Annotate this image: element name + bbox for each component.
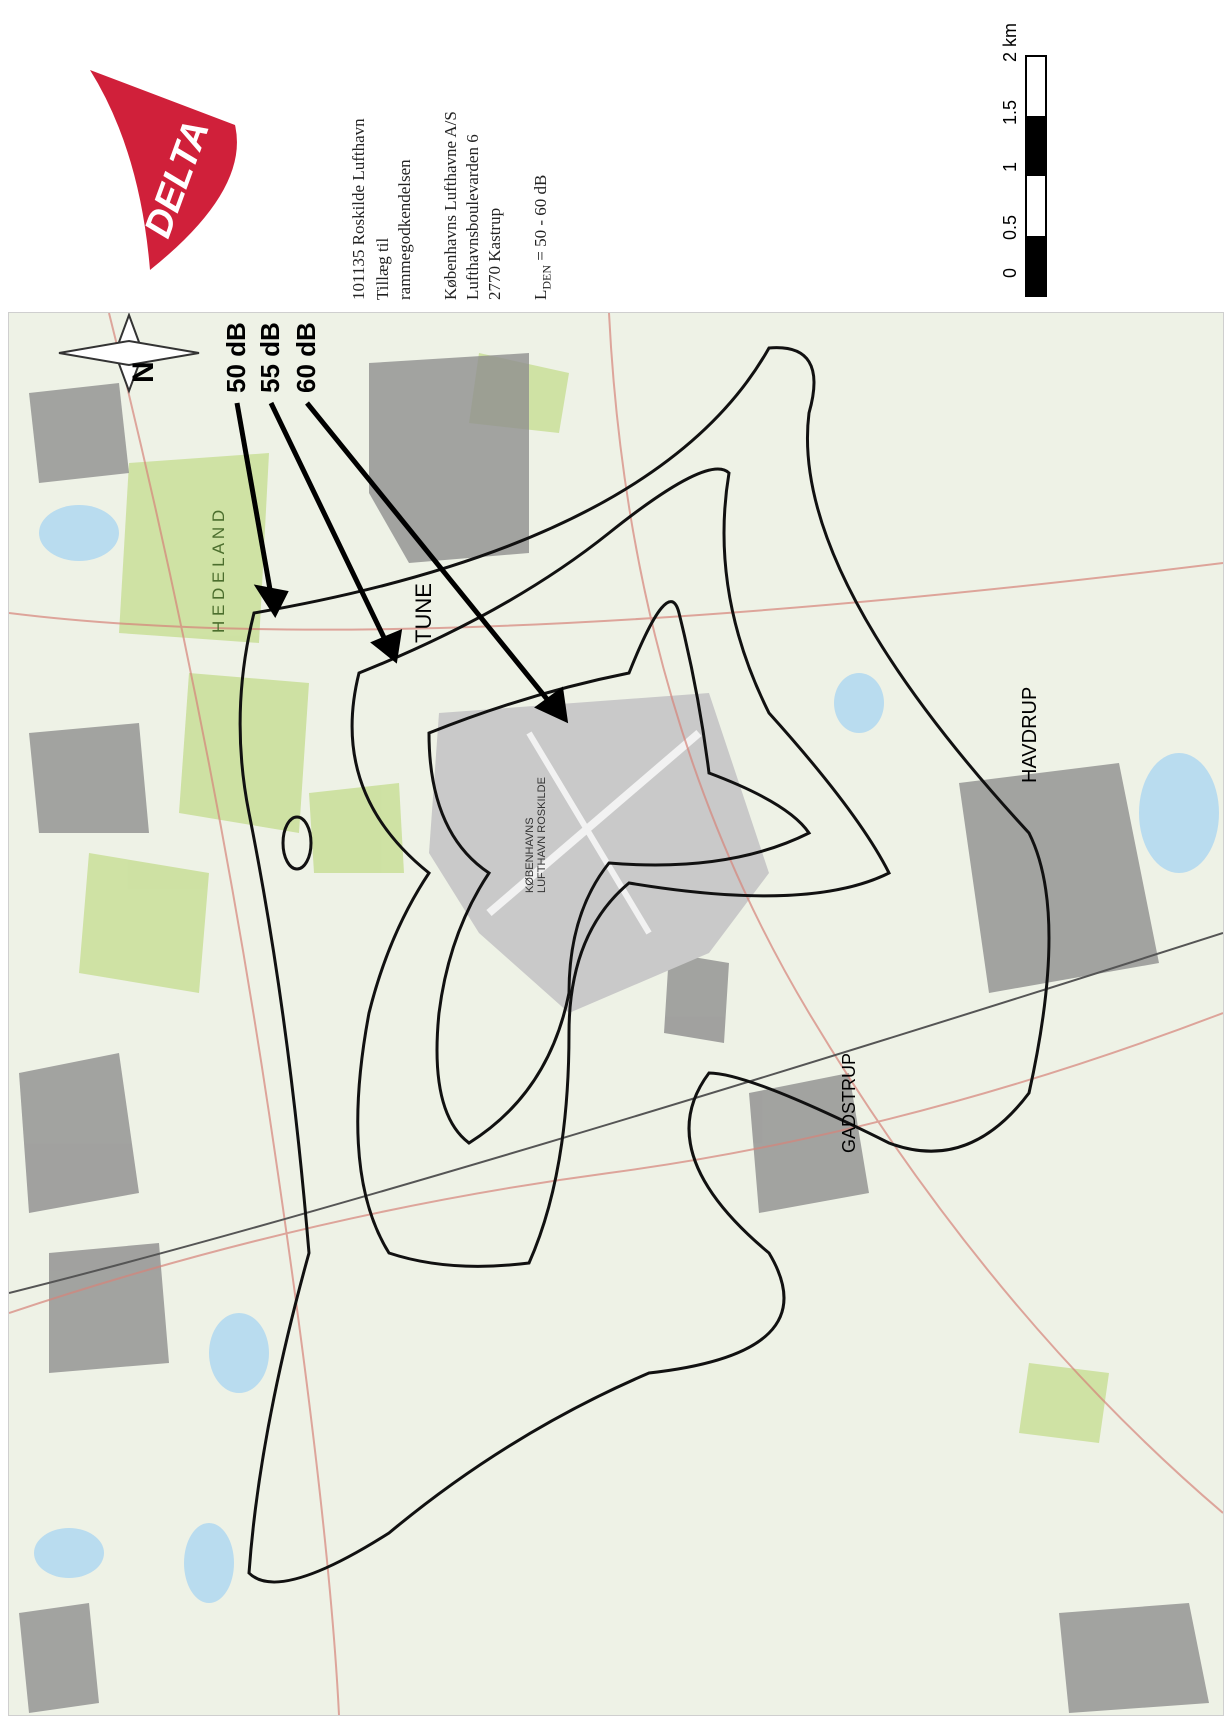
project-line: 101135 Roskilde Lufthavn bbox=[349, 118, 368, 300]
place-gadstrup: GADSTRUP bbox=[839, 1052, 859, 1153]
scale-tick-1: 1 bbox=[1000, 161, 1020, 172]
subtitle-line-2: rammegodkendelsen bbox=[395, 159, 414, 300]
metric-label: LDEN = 50 - 60 dB bbox=[531, 174, 554, 300]
airport-area bbox=[429, 693, 769, 1013]
scale-tick-0: 0 bbox=[1000, 267, 1020, 278]
contour-leader-arrows bbox=[234, 401, 569, 724]
contour-60db bbox=[427, 600, 812, 1145]
client-line-2: Lufthavnsboulevarden 6 bbox=[463, 134, 482, 300]
scale-tick-0-5: 0.5 bbox=[1000, 214, 1020, 240]
place-tune: TUNE bbox=[411, 583, 436, 643]
contour-label-50db: 50 dB bbox=[221, 322, 251, 393]
scale-bar bbox=[1025, 55, 1047, 297]
legend-panel: DELTA 101135 Roskilde Lufthavn Tillæg ti… bbox=[0, 0, 1228, 312]
road-network bbox=[9, 313, 1223, 1715]
place-hedeland: H E D E L A N D bbox=[209, 509, 228, 633]
delta-logo: DELTA bbox=[90, 70, 237, 270]
railway bbox=[9, 932, 1223, 1294]
urban-areas bbox=[19, 353, 1209, 1713]
north-label: N bbox=[127, 361, 160, 383]
forest-areas bbox=[79, 353, 1109, 1443]
client-line-3: 2770 Kastrup bbox=[485, 207, 504, 300]
place-airport: KØBENHAVNS LUFTHAVN ROSKILDE bbox=[524, 777, 548, 893]
contour-label-55db: 55 dB bbox=[255, 322, 285, 393]
noise-contour-map[interactable]: N 50 dB 55 dB 60 dB H E D E L A N D TUNE… bbox=[8, 312, 1224, 1716]
north-arrow bbox=[58, 313, 200, 394]
client-line-1: Københavns Lufthavne A/S bbox=[441, 111, 460, 300]
map-canvas bbox=[9, 313, 1223, 1715]
contour-label-60db: 60 dB bbox=[291, 322, 321, 393]
contour-island bbox=[281, 815, 313, 871]
contour-55db bbox=[350, 467, 892, 1268]
scale-tick-2km: 2 km bbox=[1000, 22, 1020, 62]
water-bodies bbox=[34, 505, 1219, 1603]
subtitle-line-1: Tillæg til bbox=[373, 237, 392, 300]
contour-50db bbox=[238, 346, 1051, 1584]
scale-tick-1-5: 1.5 bbox=[1000, 99, 1020, 125]
place-havdrup: HAVDRUP bbox=[1019, 686, 1041, 783]
